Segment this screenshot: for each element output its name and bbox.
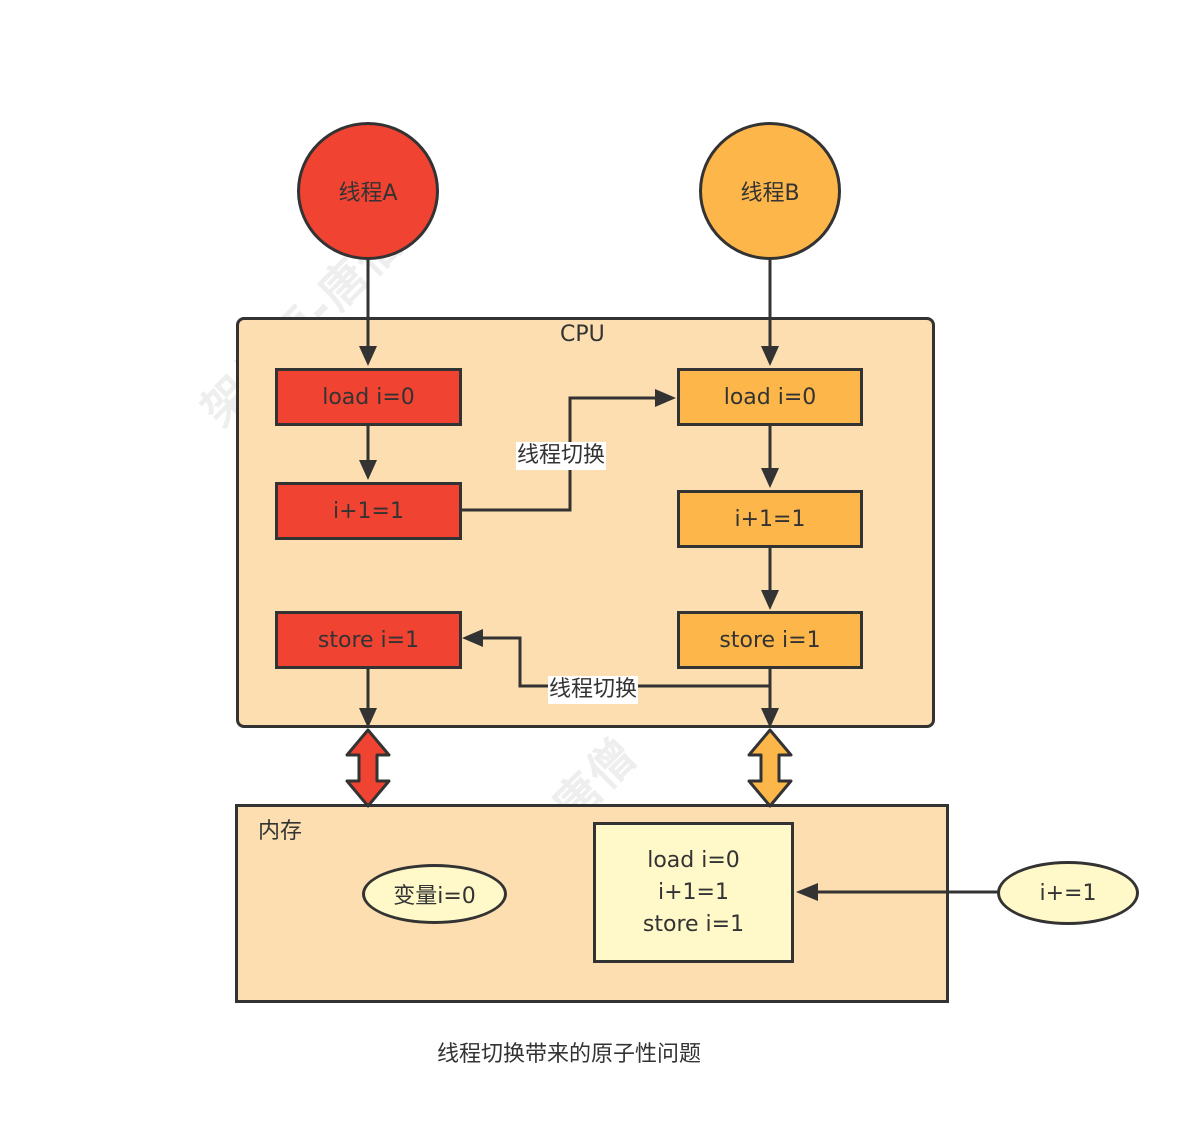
cpu-title: CPU [560, 322, 605, 347]
thread-a-label: 线程A [338, 181, 398, 206]
double-arrow-b [747, 728, 793, 808]
thread-a-node: 线程A [297, 122, 439, 260]
switch-arrow-b-to-a [483, 636, 770, 688]
memory-title: 内存 [258, 819, 303, 844]
bytecode-line: i+1=1 [658, 879, 729, 905]
bytecode-line: load i=0 [647, 847, 740, 873]
variable-ellipse: 变量i=0 [362, 864, 507, 924]
thread-a-inc-box: i+1=1 [275, 482, 462, 540]
source-label: i+=1 [1039, 880, 1097, 906]
thread-b-node: 线程B [699, 122, 841, 260]
thread-b-load-label: load i=0 [723, 384, 817, 410]
source-ellipse: i+=1 [997, 861, 1139, 925]
thread-a-store-box: store i=1 [275, 611, 462, 669]
arrow-threada-to-load-head [359, 346, 377, 366]
thread-a-load-label: load i=0 [322, 384, 415, 410]
thread-a-load-box: load i=0 [275, 368, 462, 426]
diagram-caption: 线程切换带来的原子性问题 [437, 1042, 702, 1067]
thread-b-inc-box: i+1=1 [677, 490, 863, 548]
thread-b-load-box: load i=0 [677, 368, 863, 426]
thread-switch-label: 线程切换 [516, 442, 607, 470]
thread-switch-label: 线程切换 [548, 676, 639, 704]
variable-label: 变量i=0 [393, 884, 476, 909]
thread-b-store-box: store i=1 [677, 611, 863, 669]
thread-b-label: 线程B [740, 181, 800, 206]
bytecode-box: load i=0 i+1=1 store i=1 [593, 822, 794, 963]
thread-a-store-label: store i=1 [317, 627, 420, 653]
bytecode-line: store i=1 [642, 911, 745, 937]
memory-panel [235, 804, 949, 1003]
double-arrow-a [345, 728, 391, 808]
thread-b-inc-label: i+1=1 [734, 506, 806, 532]
thread-a-inc-label: i+1=1 [333, 498, 404, 524]
thread-b-store-label: store i=1 [719, 627, 821, 653]
